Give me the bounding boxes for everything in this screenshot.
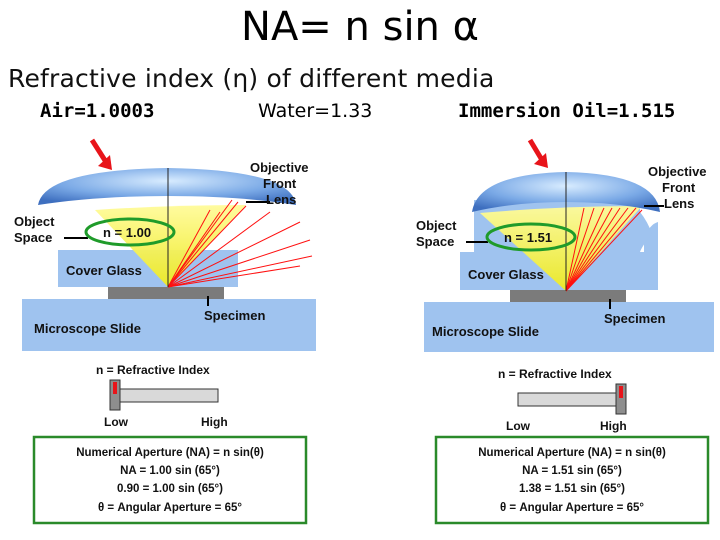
air-objective-label-1: Objective (250, 160, 309, 175)
oil-cover-glass-label: Cover Glass (468, 267, 544, 282)
oil-scale-end-right (615, 383, 627, 415)
air-slide-label: Microscope Slide (34, 321, 141, 336)
air-formula-box (32, 435, 308, 525)
oil-objective-label-2: Front (662, 180, 696, 195)
oil-objective-label-1: Objective (648, 164, 707, 179)
oil-specimen (510, 290, 626, 302)
media-oil-label: Immersion Oil=1.515 (458, 100, 676, 122)
oil-scale-bar (517, 392, 617, 407)
air-formula-line-1: Numerical Aperture (NA) = n sin(θ) (76, 447, 264, 459)
oil-object-space-label-2: Space (416, 234, 454, 249)
oil-formula-box (434, 435, 710, 525)
air-specimen-label: Specimen (204, 308, 265, 323)
oil-microscope-slide (424, 302, 714, 352)
panel-air: Microscope Slide Specimen Cover Glass (14, 138, 316, 525)
air-n-highlight (84, 217, 176, 247)
air-n-label: n = 1.00 (103, 225, 151, 240)
panel-oil: Microscope Slide Specimen Cover Glass Ob… (416, 138, 714, 525)
air-arrow-icon (89, 138, 112, 170)
air-objective-label-3: Lens (266, 192, 296, 207)
oil-slide-label: Microscope Slide (432, 324, 539, 339)
air-cover-glass-label: Cover Glass (66, 263, 142, 278)
page-title: NA= n sin α (241, 4, 479, 50)
air-object-space-label-2: Space (14, 230, 52, 245)
oil-rays (565, 207, 643, 292)
oil-n-highlight (485, 222, 577, 252)
air-scale-low: Low (104, 415, 129, 429)
oil-formula-line-4: θ = Angular Aperture = 65° (500, 502, 644, 514)
air-scale-high: High (201, 415, 228, 429)
air-objective-label-2: Front (263, 176, 297, 191)
media-water-label: Water=1.33 (258, 100, 373, 122)
air-formula-line-3: 0.90 = 1.00 sin (65°) (117, 483, 223, 495)
oil-arrow-icon (527, 138, 548, 168)
air-light-cone (95, 205, 246, 287)
air-formula-line-2: NA = 1.00 sin (65°) (120, 465, 220, 477)
air-scale-indicator (113, 382, 117, 394)
oil-scale-high: High (600, 419, 627, 433)
oil-scale-low: Low (506, 419, 531, 433)
oil-formula-line-1: Numerical Aperture (NA) = n sin(θ) (478, 447, 666, 459)
oil-n-label: n = 1.51 (504, 230, 552, 245)
oil-specimen-label: Specimen (604, 311, 665, 326)
oil-scale-indicator (619, 386, 623, 398)
air-scale-title: n = Refractive Index (96, 363, 210, 377)
oil-objective-label-3: Lens (664, 196, 694, 211)
media-air-label: Air=1.0003 (40, 100, 155, 122)
air-scale-bar (119, 388, 219, 403)
oil-formula-line-2: NA = 1.51 sin (65°) (522, 465, 622, 477)
air-microscope-slide (22, 299, 316, 351)
oil-scale-title: n = Refractive Index (498, 367, 612, 381)
oil-formula-line-3: 1.38 = 1.51 sin (65°) (519, 483, 625, 495)
air-specimen (108, 287, 224, 299)
air-objective-lens (38, 168, 296, 205)
air-refracted-rays (167, 199, 313, 288)
air-object-space-label-1: Object (14, 214, 55, 229)
subtitle: Refractive index (η) of different media (8, 64, 495, 93)
oil-object-space-label-1: Object (416, 218, 457, 233)
air-formula-line-4: θ = Angular Aperture = 65° (98, 502, 242, 514)
